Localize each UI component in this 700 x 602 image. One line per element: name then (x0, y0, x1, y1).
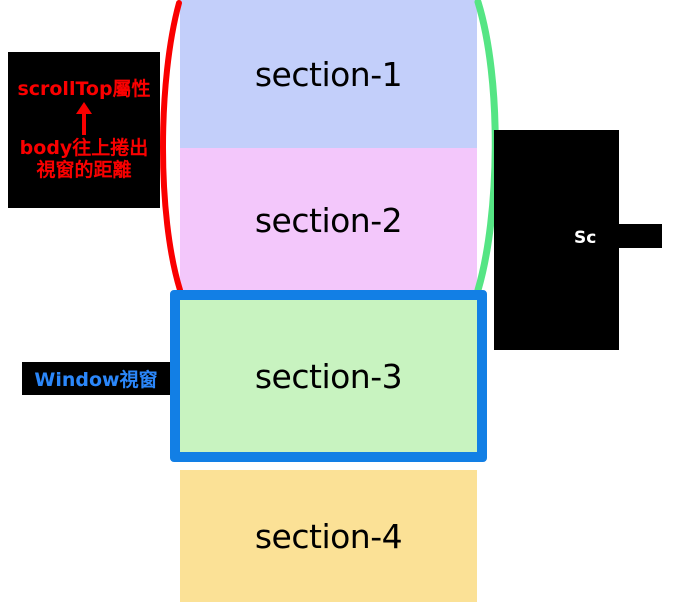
scrolltop-line-2: 視窗的距離 (36, 158, 132, 181)
right-callout-redaction-bar (596, 224, 662, 248)
red-arc (160, 0, 183, 293)
section-label-1: section-1 (254, 54, 403, 94)
window-label: Window視窗 (34, 369, 158, 391)
section-box-3: section-3 (170, 290, 487, 462)
section-label-2: section-2 (254, 200, 403, 240)
scrolltop-line-1: body往上捲出 (19, 137, 149, 160)
section-box-1: section-1 (180, 0, 477, 148)
section-label-4: section-4 (254, 516, 403, 556)
up-arrow-icon (8, 100, 160, 138)
section-box-4: section-4 (180, 470, 477, 602)
section-box-2: section-2 (180, 148, 477, 292)
scrolltop-callout: scrollTop屬性 body往上捲出 視窗的距離 (8, 52, 160, 208)
right-callout-label: Sc (574, 228, 597, 248)
window-callout: Window視窗 (22, 362, 170, 395)
section-label-3: section-3 (254, 356, 403, 396)
scrolltop-heading: scrollTop屬性 (17, 78, 151, 101)
green-arc (474, 0, 499, 294)
